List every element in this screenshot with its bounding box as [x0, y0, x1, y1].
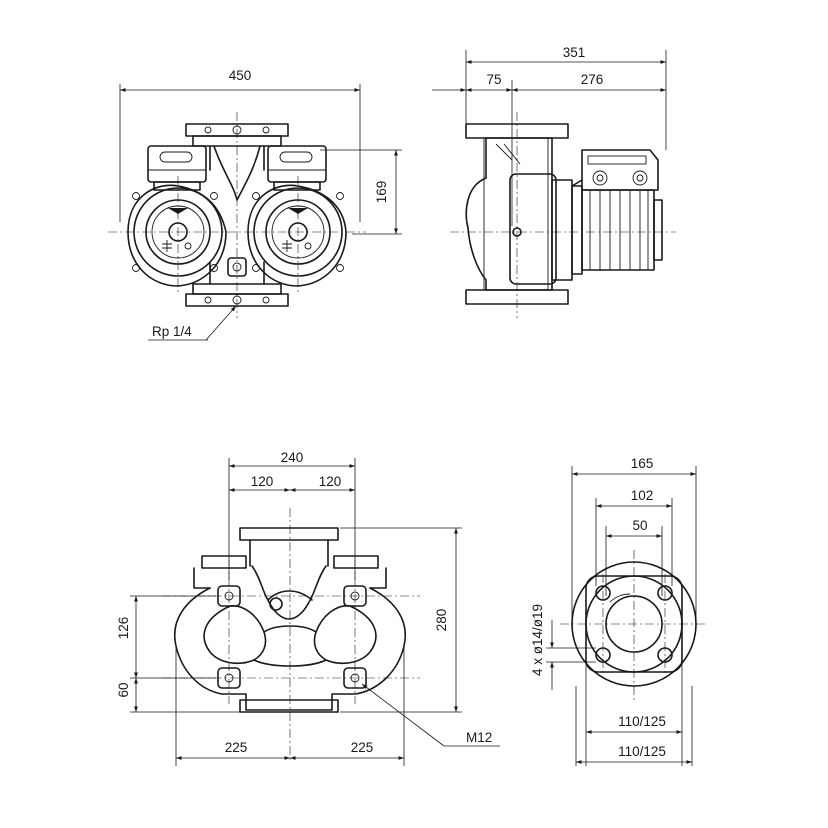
dim-126-label: 126: [116, 617, 131, 640]
dim-169: 169: [320, 149, 402, 235]
pump-side-view: [450, 112, 676, 318]
dim-280-label: 280: [434, 609, 449, 632]
dim-60-label: 60: [116, 682, 131, 697]
dim-276-label: 276: [581, 72, 604, 87]
dim-225-right-label: 225: [351, 740, 374, 755]
dim-280: 280: [340, 527, 462, 713]
dim-450-label: 450: [229, 68, 252, 83]
dim-75-label: 75: [486, 72, 501, 87]
holes-label: 4 x ø14/ø19: [530, 604, 545, 676]
dim-126-60: 126 60: [116, 595, 240, 713]
twin-housing-front-view: [162, 508, 420, 760]
dim-50-label: 50: [632, 518, 647, 533]
dim-351-label: 351: [563, 45, 586, 60]
dim-240-label: 240: [281, 450, 304, 465]
dim-240-120-120: 240 120 120: [228, 450, 356, 580]
rp-1-4-label: Rp 1/4: [152, 324, 192, 339]
dim-165-label: 165: [631, 456, 654, 471]
dim-169-label: 169: [374, 181, 389, 204]
dim-225-225: 225 225: [175, 646, 405, 766]
dim-165-102-50: 165 102 50: [571, 456, 697, 624]
dim-110-125-a-label: 110/125: [618, 714, 666, 729]
dim-holes: 4 x ø14/ø19: [530, 604, 596, 690]
flange-view: [560, 550, 708, 700]
twin-pump-front-view: [108, 112, 366, 318]
leader-rp-1-4: Rp 1/4: [148, 305, 237, 341]
dim-351: 351: [465, 45, 667, 150]
dim-110-125: 110/125 110/125: [575, 662, 693, 766]
dim-120-left-label: 120: [251, 474, 274, 489]
leader-m12: M12: [361, 683, 500, 747]
dim-102-label: 102: [631, 488, 654, 503]
dim-75-276: 75 276: [432, 72, 666, 226]
dim-110-125-b-label: 110/125: [618, 744, 666, 759]
dim-225-left-label: 225: [225, 740, 248, 755]
dim-450: 450: [119, 68, 361, 222]
m12-label: M12: [466, 730, 492, 745]
dim-120-right-label: 120: [319, 474, 342, 489]
